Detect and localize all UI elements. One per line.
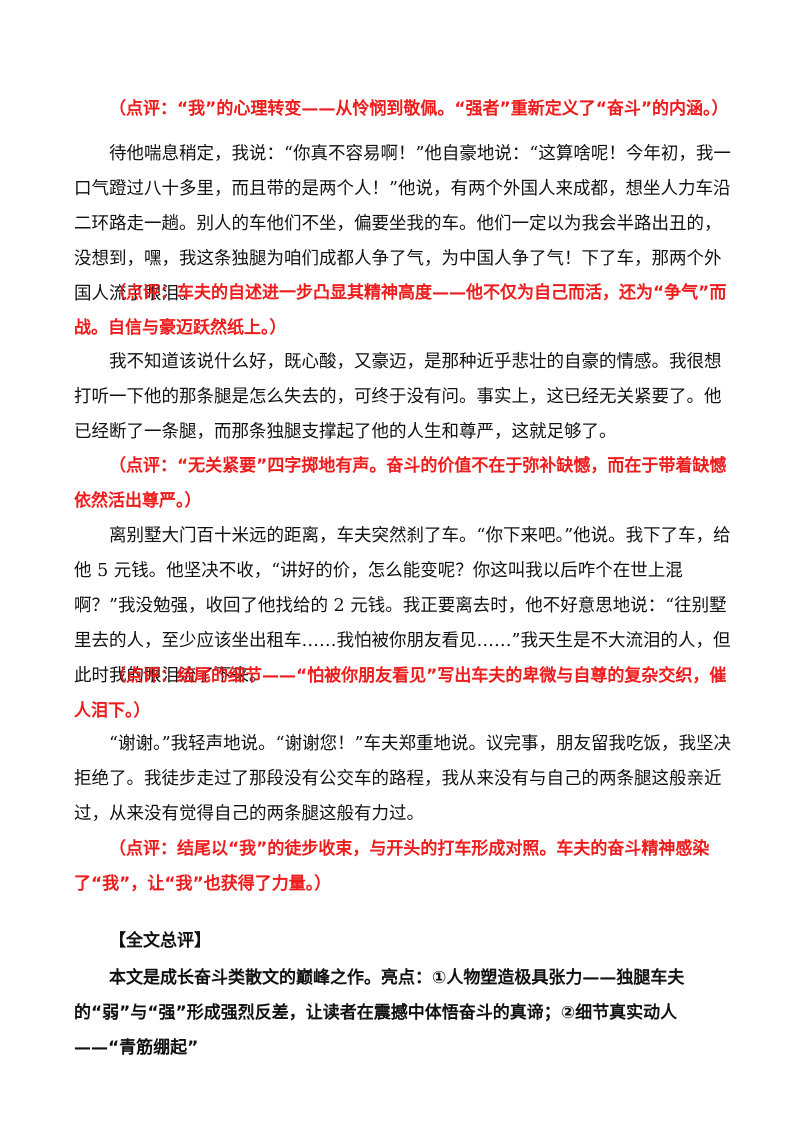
comment-block-2: （点评：车夫的自述进一步凸显其精神高度——他不仅为自己而活，还为“争气”而战。自… [74, 276, 738, 346]
paragraph-block-3: 离别墅大门百十米远的距离，车夫突然刹了车。“你下来吧。”他说。我下了车，给他 5… [74, 519, 738, 694]
comment-block-5: （点评：结尾以“我”的徒步收束，与开头的打车形成对照。车夫的奋斗精神感染了“我”… [74, 832, 738, 902]
comment-text: （点评：结尾的细节——“怕被你朋友看见”写出车夫的卑微与自尊的复杂交织，催人泪下… [74, 666, 727, 721]
summary-block: 本文是成长奋斗类散文的巅峰之作。亮点：①人物塑造极具张力——独腿车夫的“弱”与“… [74, 961, 738, 1066]
paragraph-text: 待他喘息稍定，我说：“你真不容易啊！”他自豪地说：“这算啥呢！今年初，我一口气蹬… [74, 144, 731, 304]
comment-block-3: （点评：“无关紧要”四字掷地有声。奋斗的价值不在于弥补缺憾，而在于带着缺憾依然活… [74, 449, 738, 519]
comment-text: （点评：“我”的心理转变——从怜悯到敬佩。“强者”重新定义了“奋斗”的内涵。） [109, 99, 729, 119]
comment-text: （点评：“无关紧要”四字掷地有声。奋斗的价值不在于弥补缺憾，而在于带着缺憾依然活… [74, 456, 727, 511]
comment-text: （点评：车夫的自述进一步凸显其精神高度——他不仅为自己而活，还为“争气”而战。自… [74, 283, 727, 338]
summary-heading-block: 【全文总评】 [74, 924, 738, 959]
summary-text: 本文是成长奋斗类散文的巅峰之作。亮点：①人物塑造极具张力——独腿车夫的“弱”与“… [74, 968, 685, 1058]
comment-block-4: （点评：结尾的细节——“怕被你朋友看见”写出车夫的卑微与自尊的复杂交织，催人泪下… [74, 659, 738, 729]
paragraph-text: “谢谢。”我轻声地说。“谢谢您！”车夫郑重地说。议完事，朋友留我吃饭，我坚决拒绝… [74, 734, 732, 824]
paragraph-block-1: 待他喘息稍定，我说：“你真不容易啊！”他自豪地说：“这算啥呢！今年初，我一口气蹬… [74, 137, 738, 312]
paragraph-text: 离别墅大门百十米远的距离，车夫突然刹了车。“你下来吧。”他说。我下了车，给他 5… [74, 526, 731, 686]
comment-block-1: （点评：“我”的心理转变——从怜悯到敬佩。“强者”重新定义了“奋斗”的内涵。） [74, 92, 738, 127]
paragraph-block-2: 我不知道该说什么好，既心酸，又豪迈，是那种近乎悲壮的自豪的情感。我很想打听一下他… [74, 345, 738, 450]
paragraph-text: 我不知道该说什么好，既心酸，又豪迈，是那种近乎悲壮的自豪的情感。我很想打听一下他… [74, 352, 722, 442]
paragraph-block-4: “谢谢。”我轻声地说。“谢谢您！”车夫郑重地说。议完事，朋友留我吃饭，我坚决拒绝… [74, 727, 738, 832]
comment-text: （点评：结尾以“我”的徒步收束，与开头的打车形成对照。车夫的奋斗精神感染了“我”… [74, 839, 710, 894]
summary-heading: 【全文总评】 [109, 931, 211, 951]
